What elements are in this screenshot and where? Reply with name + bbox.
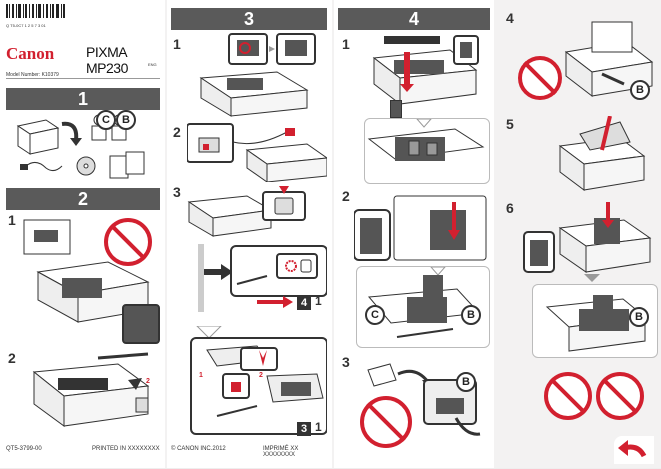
step-2-2-number: 2 xyxy=(8,350,16,366)
b-badge-step6: B xyxy=(629,307,649,327)
power-button-icon xyxy=(300,259,312,273)
slot-c-badge: C xyxy=(365,305,385,325)
panel-section-4-cont: 4 B 5 6 xyxy=(496,0,661,468)
section-1-contents: C B xyxy=(6,110,160,182)
printer-box-icon xyxy=(16,119,60,155)
section-3-header: 3 xyxy=(171,8,327,30)
cartridge-b-badge: B xyxy=(116,110,136,130)
printer-icon xyxy=(32,363,150,427)
section-3-number: 3 xyxy=(243,8,254,29)
prohibited-icon xyxy=(518,56,562,100)
printed-in: PRINTED IN XXXXXXXX xyxy=(92,446,160,452)
cartridge-b-badge-step3: B xyxy=(456,372,476,392)
step-4-5-illustration xyxy=(520,115,656,196)
prohibited-icon xyxy=(360,396,412,448)
canon-logo: Canon xyxy=(6,44,55,63)
step-3-3-illustration: 4 1 xyxy=(187,184,328,324)
slot-b-badge: B xyxy=(461,305,481,325)
prohibited-icon xyxy=(104,218,152,266)
section-2-header: 2 xyxy=(6,188,160,210)
step-2-1-number: 1 xyxy=(8,212,16,228)
step-3-1-illustration xyxy=(187,32,327,118)
printer-icon xyxy=(199,71,309,117)
divider xyxy=(6,78,160,79)
cable-icon xyxy=(20,162,63,172)
step-3-2-number: 2 xyxy=(173,124,181,140)
step-4-4-illustration: B xyxy=(516,12,656,102)
step-3-2-illustration xyxy=(186,122,329,183)
product-name: PIXMA MP230 xyxy=(86,44,128,76)
language-code: ENG xyxy=(148,62,157,67)
step-3-1-number: 1 xyxy=(173,36,181,52)
power-button-icon xyxy=(274,197,294,215)
back-arrow-tab[interactable] xyxy=(614,436,654,464)
step-4-4-number: 4 xyxy=(506,10,514,26)
model-number: Model Number: K10379 xyxy=(6,72,59,78)
section-1-number: 1 xyxy=(77,88,88,109)
panel-cover: Q T5-0C7 1 2 5 7 3 01 Canon PIXMA MP230 … xyxy=(0,0,165,468)
step-2-2-illustration: 2 xyxy=(18,350,162,430)
arrow-icon xyxy=(198,244,223,275)
print-code: QT5-3799-00 xyxy=(6,446,42,452)
cable-icon xyxy=(232,131,288,145)
cartridge-c-badge: C xyxy=(96,110,116,130)
ink-cartridge-icon xyxy=(367,363,397,387)
prohibited-icon xyxy=(544,372,592,420)
printer-icon xyxy=(245,143,329,183)
detail-zoom xyxy=(122,304,160,344)
panel-section-4: 4 1 xyxy=(334,0,494,468)
ref-3-sub: 1 xyxy=(315,420,322,434)
section-4-header: 4 xyxy=(338,8,490,30)
step-3-3-number: 3 xyxy=(173,184,181,200)
ink-cartridge-icon xyxy=(390,100,402,118)
step-4-5-number: 5 xyxy=(506,116,514,132)
step-4-6-number: 6 xyxy=(506,200,514,216)
imprime: IMPRIMÉ XX XXXXXXXX xyxy=(263,446,299,458)
ref-4-sub: 1 xyxy=(315,294,322,308)
step-4-1-illustration xyxy=(354,32,490,114)
panel-section-3: 3 1 2 xyxy=(167,0,332,468)
step-4-3-illustration: B xyxy=(356,356,488,452)
sub-label-2: 2 xyxy=(259,372,263,379)
cd-rom-icon xyxy=(76,156,96,176)
step-4-6-illustration xyxy=(520,198,656,278)
step-4-1-detail xyxy=(364,118,490,184)
step-4-3-number: 3 xyxy=(342,354,350,370)
step-4-2-number: 2 xyxy=(342,188,350,204)
step-4-2-illustration xyxy=(353,190,490,264)
copyright: © CANON INC.2012 xyxy=(171,446,226,452)
barcode-number: Q T5-0C7 1 2 5 7 3 01 xyxy=(6,23,46,28)
step-2-2-sub-label: 2 xyxy=(146,378,150,385)
arrow-icon xyxy=(128,378,142,390)
sub-label-1: 1 xyxy=(199,372,203,379)
trash-icon xyxy=(135,397,149,413)
power-button-icon xyxy=(231,382,241,392)
step-4-6-detail: B xyxy=(532,284,658,358)
burst-icon xyxy=(259,350,267,366)
prohibited-icon xyxy=(596,372,644,420)
printer-icon xyxy=(187,195,273,237)
ref-3-box: 3 xyxy=(297,422,311,436)
section-1-header: 1 xyxy=(6,88,160,110)
step-3-3b-illustration: 1 2 3 1 xyxy=(187,325,328,436)
arrow-icon xyxy=(584,274,600,282)
barcode: Q T5-0C7 1 2 5 7 3 01 xyxy=(6,4,66,28)
step-2-1-illustration xyxy=(18,212,162,344)
ref-4-box: 4 xyxy=(297,296,311,310)
step-4-2-detail: C B xyxy=(356,266,490,348)
section-4-number: 4 xyxy=(408,8,419,29)
printer-icon xyxy=(372,49,478,106)
b-badge-step4: B xyxy=(630,80,650,100)
section-2-number: 2 xyxy=(77,188,88,209)
step-4-1-number: 1 xyxy=(342,36,350,52)
